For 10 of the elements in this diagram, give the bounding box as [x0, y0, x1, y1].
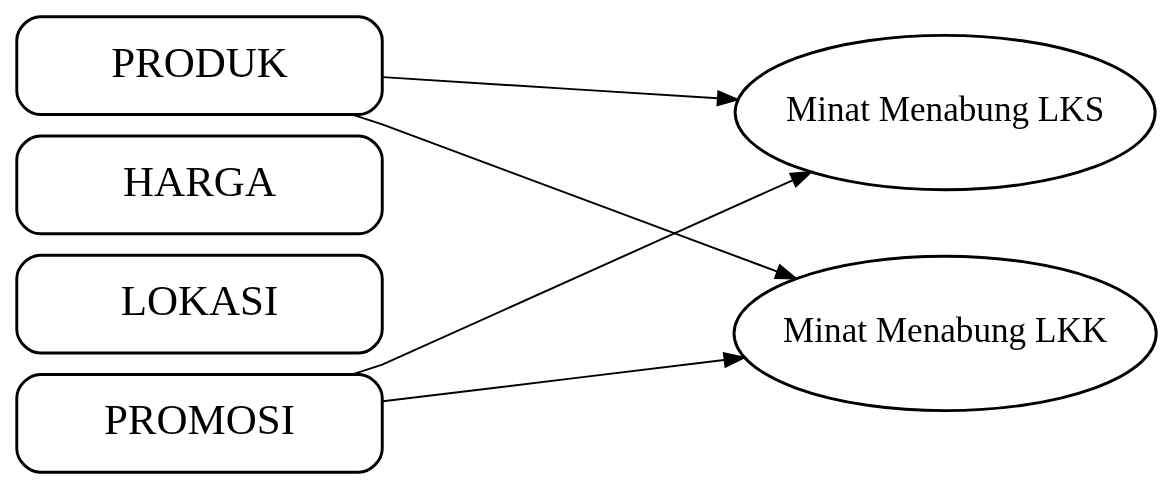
arrow [381, 76, 741, 107]
node-ellipse: Minat Menabung LKS [733, 33, 1157, 192]
node-box: PROMOSI [15, 373, 384, 474]
arrow [351, 113, 799, 280]
node-ellipse: Minat Menabung LKK [732, 254, 1158, 413]
node-box: LOKASI [15, 253, 384, 355]
node-box: HARGA [15, 134, 384, 236]
arrow [351, 170, 814, 376]
arrow [381, 351, 747, 403]
node-box: PRODUK [15, 15, 384, 116]
